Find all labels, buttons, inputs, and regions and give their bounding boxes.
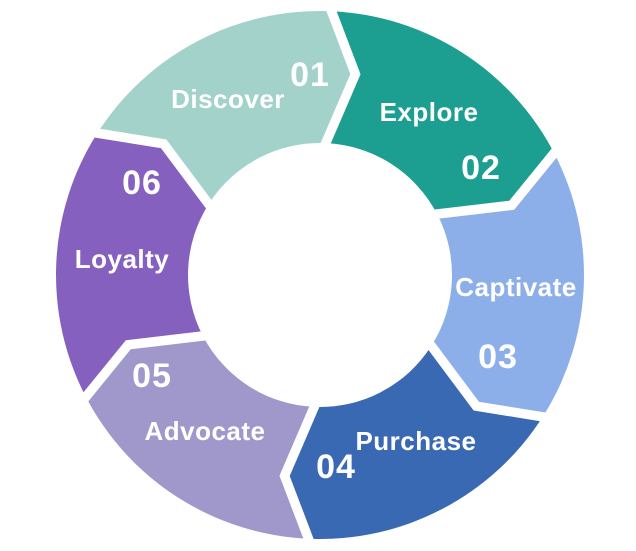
- segment-label-purchase: Purchase: [355, 426, 476, 456]
- segment-explore: [325, 11, 555, 215]
- segment-label-loyalty: Loyalty: [75, 244, 170, 274]
- segment-separator: [419, 332, 554, 424]
- segment-label-discover: Discover: [171, 84, 285, 114]
- segment-label-explore: Explore: [380, 97, 479, 127]
- segment-captivate: [431, 153, 585, 417]
- segment-number-discover: 01: [290, 56, 330, 94]
- segment-advocate: [85, 335, 315, 539]
- segment-number-advocate: 05: [132, 357, 172, 395]
- segment-number-captivate: 03: [478, 338, 518, 376]
- segment-number-purchase: 04: [316, 448, 356, 486]
- segment-label-advocate: Advocate: [144, 416, 265, 446]
- segment-number-explore: 02: [461, 149, 501, 187]
- segment-separator: [316, 0, 361, 158]
- segment-loyalty: [55, 133, 209, 397]
- segment-separator: [86, 126, 221, 218]
- segment-number-loyalty: 06: [122, 164, 162, 202]
- segment-purchase: [284, 345, 543, 540]
- segment-label-captivate: Captivate: [455, 272, 577, 302]
- segment-separator: [75, 329, 217, 408]
- segment-separator: [423, 142, 565, 221]
- segment-separator: [279, 392, 324, 550]
- segment-discover: [97, 10, 356, 205]
